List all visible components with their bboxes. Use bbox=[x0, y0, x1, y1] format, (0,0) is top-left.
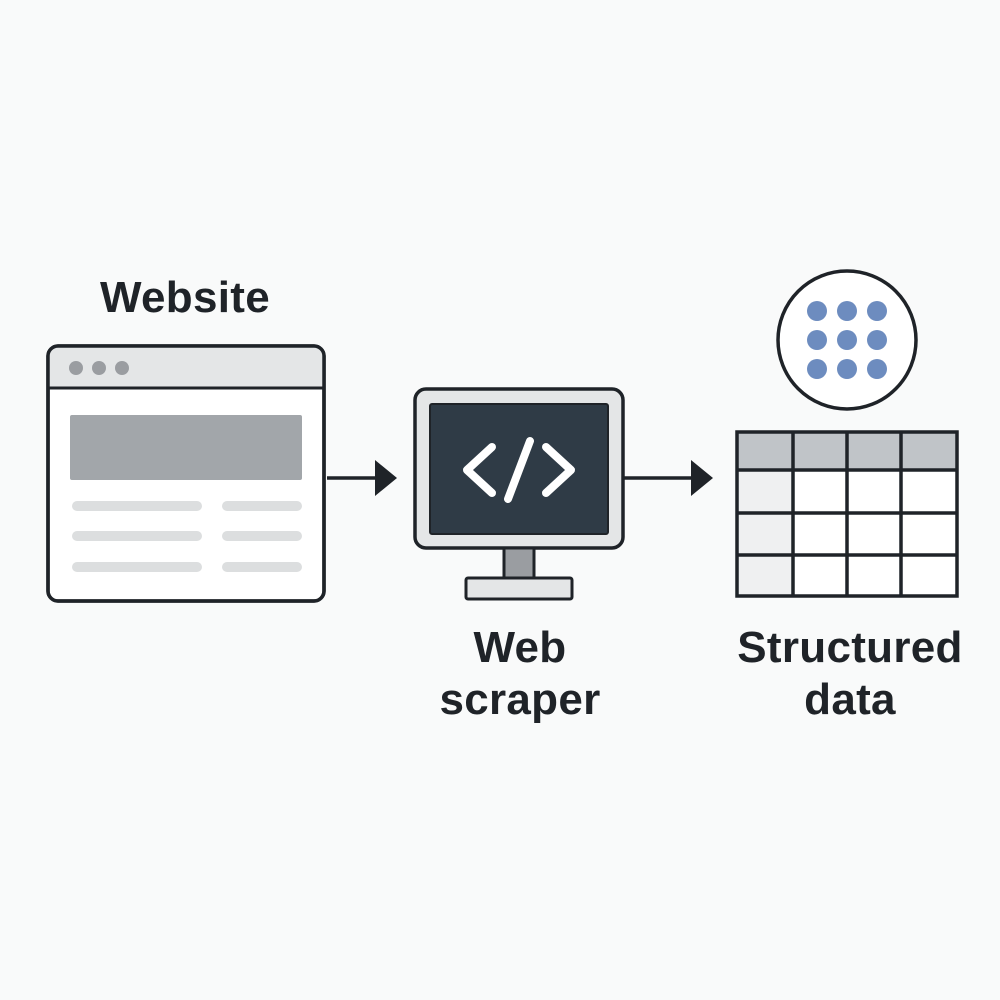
web-scraper-label-line2: scraper bbox=[439, 675, 601, 724]
arrow-right-icon bbox=[327, 460, 397, 496]
code-monitor-icon bbox=[413, 387, 625, 601]
text-line-placeholder bbox=[72, 501, 202, 511]
text-line-placeholder bbox=[222, 531, 302, 541]
browser-window-icon bbox=[46, 344, 326, 603]
structured-data-label-line1: Structured bbox=[737, 623, 963, 672]
web-scraper-label: Web scraper bbox=[395, 622, 645, 726]
structured-data-label-line2: data bbox=[804, 675, 896, 724]
banner-placeholder bbox=[70, 415, 302, 480]
website-label: Website bbox=[99, 273, 270, 322]
window-dot-icon bbox=[92, 361, 106, 375]
arrow-right-icon bbox=[623, 460, 713, 496]
monitor-stand bbox=[502, 546, 536, 580]
code-brackets-icon bbox=[463, 437, 575, 503]
monitor-base bbox=[464, 576, 574, 601]
window-dot-icon bbox=[115, 361, 129, 375]
table-grid-icon bbox=[735, 430, 959, 598]
text-line-placeholder bbox=[222, 501, 302, 511]
window-dot-icon bbox=[69, 361, 83, 375]
web-scraper-label-line1: Web bbox=[473, 623, 567, 672]
structured-data-label: Structured data bbox=[705, 622, 995, 726]
text-line-placeholder bbox=[222, 562, 302, 572]
table-first-column bbox=[737, 470, 793, 596]
dot-grid-icon bbox=[776, 269, 918, 411]
text-line-placeholder bbox=[72, 562, 202, 572]
text-line-placeholder bbox=[72, 531, 202, 541]
